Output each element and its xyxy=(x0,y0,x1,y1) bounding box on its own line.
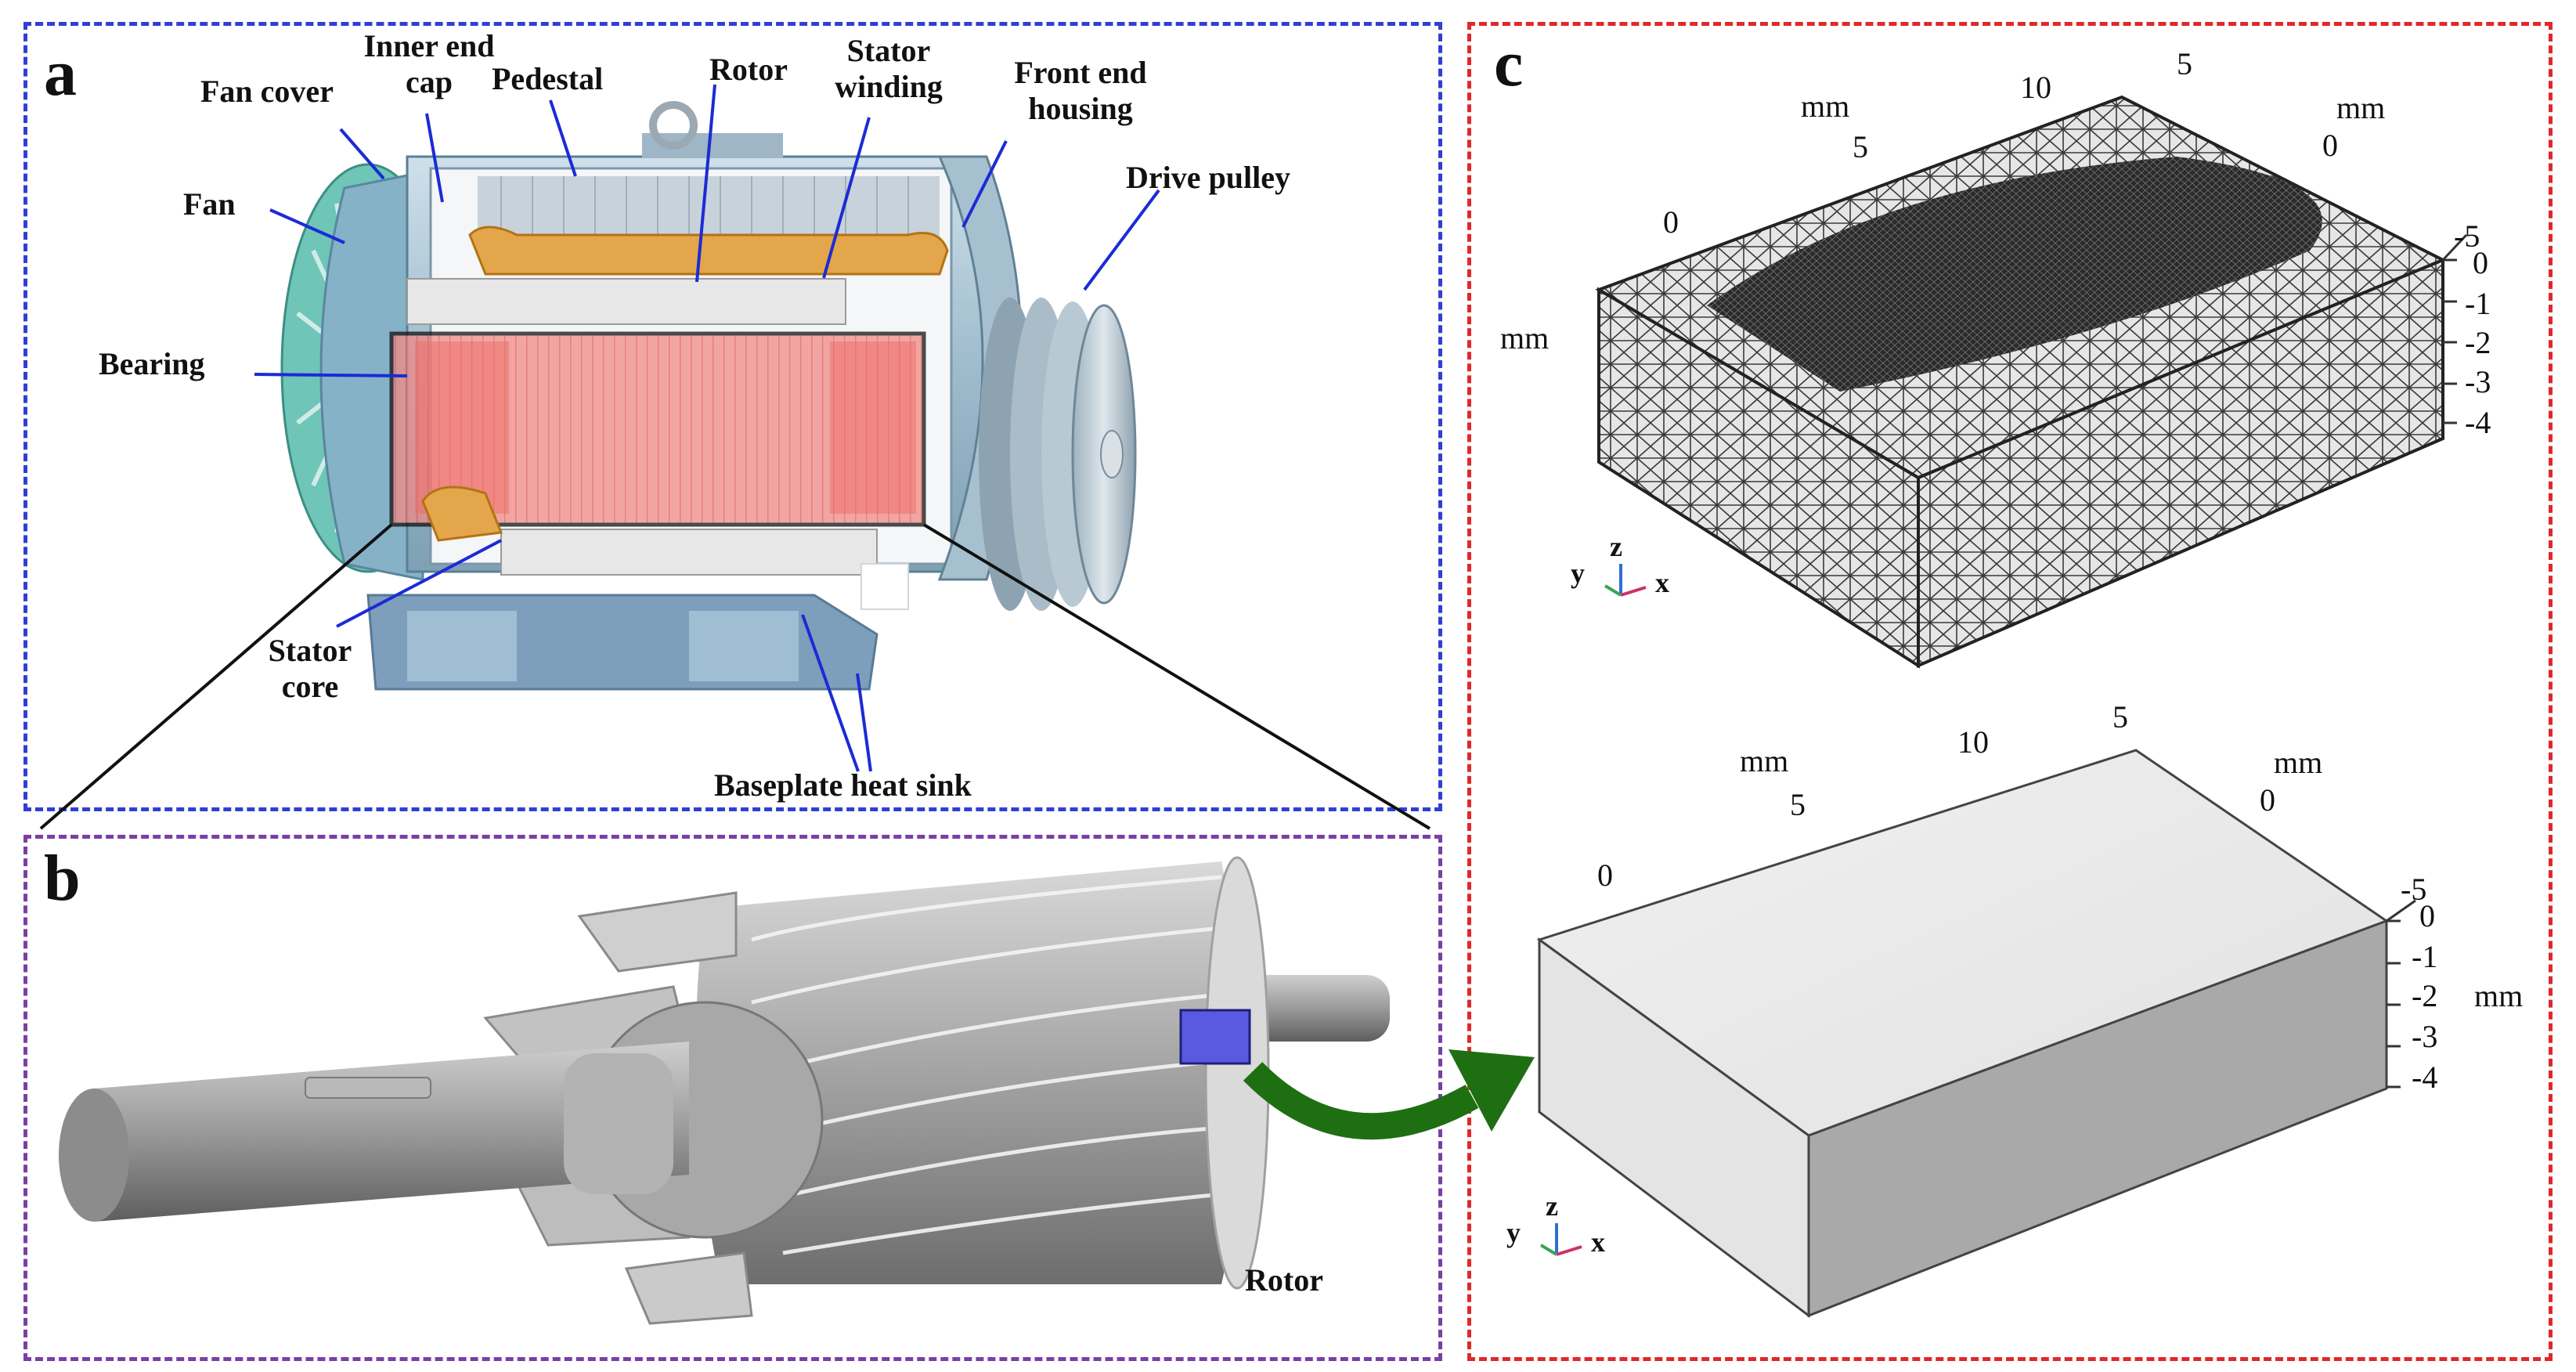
mesh-vtick-m3: -3 xyxy=(2465,364,2491,399)
solid-tick-top-10: 10 xyxy=(1957,724,1989,760)
rotor-illustration xyxy=(59,856,1390,1325)
panel-a-frame xyxy=(23,22,1442,811)
solid-triad-z: z xyxy=(1546,1190,1558,1222)
solid-tick-top-5: 5 xyxy=(1790,787,1806,822)
panel-letter-b: b xyxy=(44,842,81,915)
solid-vtick-0: 0 xyxy=(2419,898,2435,933)
triad-top xyxy=(1604,564,1647,597)
solid-vtick-m4: -4 xyxy=(2412,1060,2438,1095)
green-arrow xyxy=(1243,1049,1535,1140)
solid-triad-y: y xyxy=(1506,1217,1521,1248)
label-drive-pulley: Drive pulley xyxy=(1126,160,1290,195)
solid-tick-right-5: 5 xyxy=(2112,699,2128,735)
mesh-triad-z: z xyxy=(1610,531,1622,562)
mesh-vtick-m4: -4 xyxy=(2465,405,2491,440)
label-baseplate-heat-sink: Baseplate heat sink xyxy=(714,767,972,803)
solid-triad-x: x xyxy=(1591,1226,1605,1258)
mesh-tick-top-0: 0 xyxy=(1663,204,1679,240)
label-inner-end-cap-line1: Inner end xyxy=(363,28,495,63)
motor-illustration xyxy=(280,101,1137,691)
label-stator-core-line1: Stator xyxy=(268,633,352,668)
mesh-unit-top-left: mm xyxy=(1801,88,1850,124)
mesh-triad-y: y xyxy=(1571,558,1585,589)
triad-bottom xyxy=(1539,1223,1582,1256)
solid-vtick-m3: -3 xyxy=(2412,1019,2438,1054)
mesh-triad-x: x xyxy=(1655,567,1669,598)
label-inner-end-cap: Inner end cap xyxy=(343,28,515,100)
label-pedestal: Pedestal xyxy=(492,61,604,96)
solid-tick-right-0: 0 xyxy=(2260,782,2275,818)
label-fan-cover: Fan cover xyxy=(200,74,334,109)
panel-letter-c: c xyxy=(1494,27,1524,100)
solid-vtick-m5: -5 xyxy=(2401,872,2427,907)
label-stator-winding-line1: Stator xyxy=(846,33,931,68)
solid-vtick-m1: -1 xyxy=(2412,939,2438,974)
label-front-end-housing-line2: housing xyxy=(1028,91,1133,126)
mesh-vtick-0: 0 xyxy=(2473,245,2488,280)
mesh-tick-top-10: 10 xyxy=(2020,70,2051,105)
label-inner-end-cap-line2: cap xyxy=(406,64,453,99)
label-stator-winding-line2: winding xyxy=(835,69,943,104)
leader-lines xyxy=(254,84,1160,772)
label-rotor-a: Rotor xyxy=(709,52,788,87)
mesh-tick-top-5: 5 xyxy=(1853,129,1868,164)
mesh-unit-left: mm xyxy=(1500,320,1550,356)
label-stator-core: Stator core xyxy=(240,633,381,705)
label-fan: Fan xyxy=(183,186,236,222)
panel-c-frame xyxy=(1467,22,2553,1361)
label-front-end-housing-line1: Front end xyxy=(1014,55,1147,90)
sample-patch xyxy=(1179,1009,1251,1065)
solid-tick-top-0: 0 xyxy=(1597,858,1613,893)
solid-unit-top-left: mm xyxy=(1740,743,1789,778)
label-rotor-b: Rotor xyxy=(1245,1262,1323,1298)
solid-box xyxy=(1536,749,2390,1319)
panel-letter-a: a xyxy=(44,37,77,110)
solid-box-axes xyxy=(2386,899,2416,1089)
label-front-end-housing: Front end housing xyxy=(994,55,1167,127)
mesh-unit-top-right: mm xyxy=(2336,90,2386,125)
solid-vtick-m2: -2 xyxy=(2412,978,2438,1013)
mesh-vtick-m5: -5 xyxy=(2454,218,2480,254)
mesh-box xyxy=(1595,95,2447,669)
label-bearing: Bearing xyxy=(99,346,205,381)
zoom-connector-lines xyxy=(39,523,1431,830)
solid-unit-top-right: mm xyxy=(2274,745,2323,780)
label-stator-winding: Stator winding xyxy=(814,33,963,105)
mesh-vtick-m2: -2 xyxy=(2465,325,2491,360)
mesh-tick-right-5: 5 xyxy=(2177,46,2192,81)
solid-unit-right: mm xyxy=(2474,978,2524,1013)
mesh-tick-right-0: 0 xyxy=(2322,128,2338,163)
mesh-box-axes xyxy=(2441,233,2468,424)
label-stator-core-line2: core xyxy=(281,669,339,704)
mesh-vtick-m1: -1 xyxy=(2465,286,2491,321)
